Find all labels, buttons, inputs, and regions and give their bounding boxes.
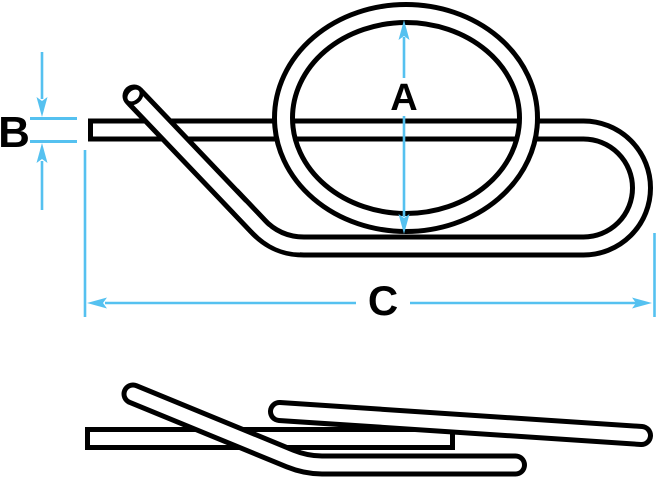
dim-a-label: A	[390, 77, 417, 119]
dim-b-label: B	[0, 108, 30, 157]
dim-a-arrowhead-up	[398, 20, 410, 40]
side-tail-wire	[121, 382, 527, 477]
dim-b-arrowhead-up	[36, 143, 48, 163]
dim-b: B	[0, 52, 77, 210]
dim-b-arrowhead-down	[36, 97, 48, 117]
tail-wire	[122, 84, 301, 253]
dim-c-arrowhead-right	[632, 297, 652, 309]
side-loop-wire	[268, 400, 653, 447]
top-view	[88, 2, 653, 258]
dim-c-label: C	[368, 277, 398, 324]
dim-c-arrowhead-left	[87, 297, 107, 309]
dimensions: A B C	[0, 20, 656, 324]
wire-tip-face	[123, 85, 144, 106]
side-view	[85, 382, 653, 477]
dim-a: A	[390, 20, 418, 234]
dim-a-arrowhead-down	[398, 214, 410, 234]
dim-c: C	[83, 150, 656, 324]
